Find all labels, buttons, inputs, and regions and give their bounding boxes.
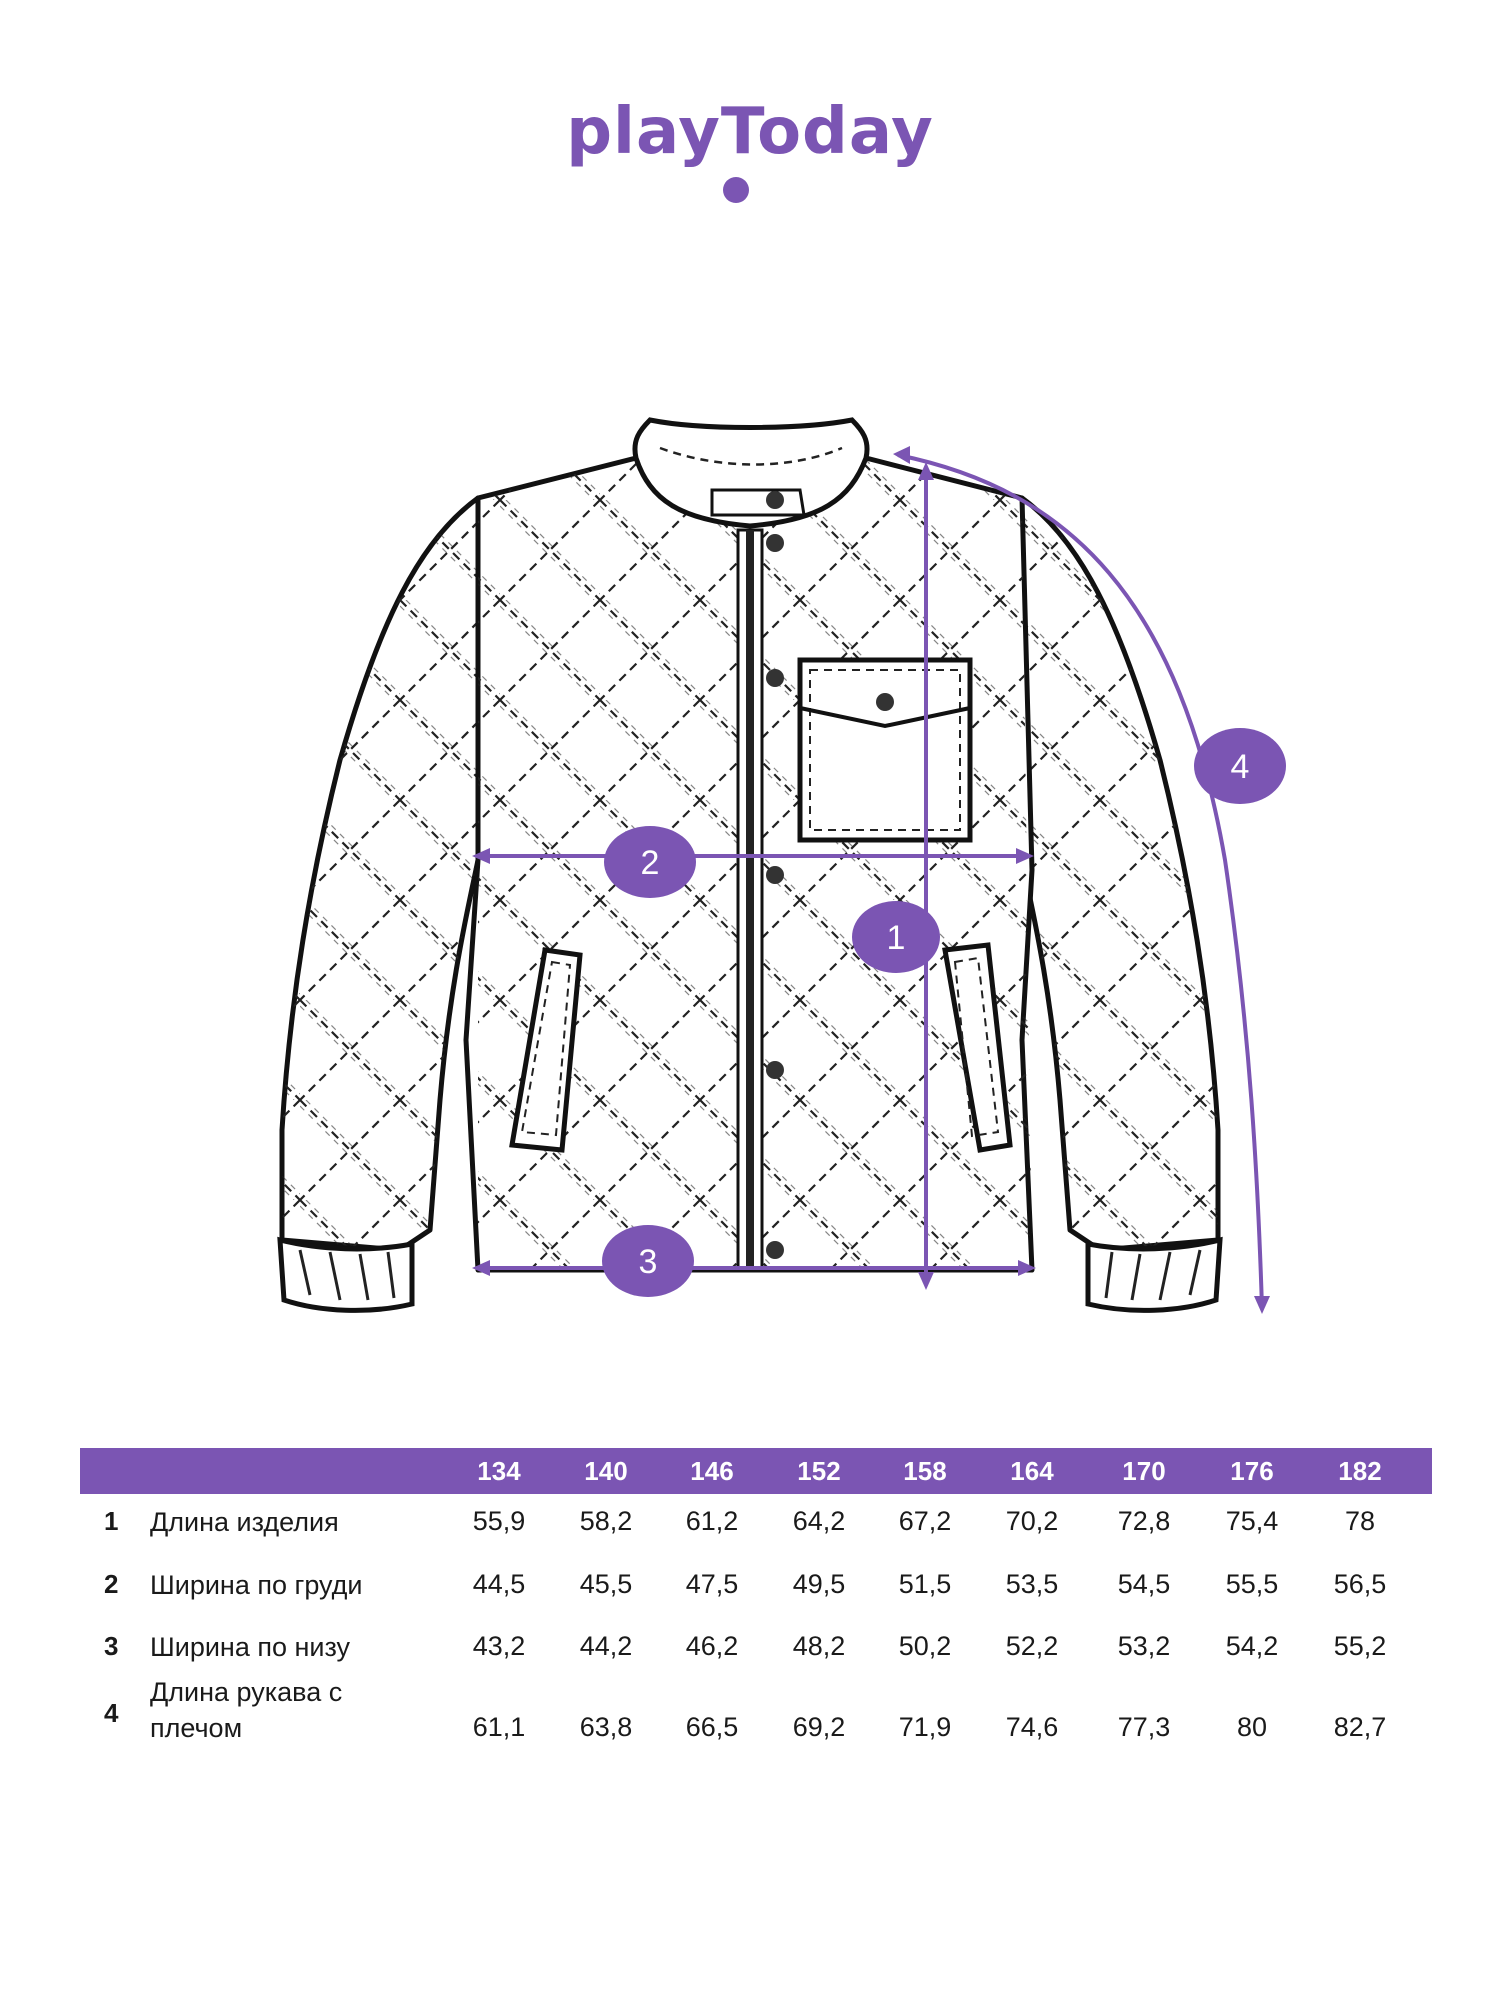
table-cell: 55,9 (472, 1506, 526, 1536)
table-cell: 72,8 (1117, 1506, 1171, 1536)
size-header-row: 134 140 146 152 158 164 170 176 182 (80, 1448, 1432, 1494)
table-cell: 56,5 (1333, 1569, 1387, 1599)
logo-dot (723, 177, 749, 203)
table-cell: 69,2 (792, 1712, 846, 1742)
row-label-line1: Длина рукава с (150, 1677, 343, 1707)
size-table: 134 140 146 152 158 164 170 176 182 1 Дл… (80, 1448, 1432, 1756)
row-number: 1 (104, 1506, 119, 1536)
chest-pocket (797, 657, 973, 843)
size-header-cell: 176 (1230, 1456, 1274, 1486)
marker-label-3: 3 (639, 1243, 658, 1281)
logo-text: playToday (566, 95, 934, 169)
size-header-cell: 170 (1122, 1456, 1166, 1486)
row-label-line2: плечом (150, 1713, 243, 1743)
table-cell: 51,5 (898, 1569, 952, 1599)
right-sleeve (1019, 495, 1221, 1253)
right-cuff (1085, 1236, 1223, 1313)
table-cell: 61,1 (472, 1712, 526, 1742)
right-welt-pocket (942, 942, 1013, 1153)
row-number: 2 (104, 1569, 119, 1599)
table-cell: 61,2 (685, 1506, 739, 1536)
table-row: 4 Длина рукава с плечом 61,1 63,8 66,5 6… (80, 1666, 1432, 1756)
table-cell: 45,5 (579, 1569, 633, 1599)
marker-label-4: 4 (1231, 748, 1250, 786)
size-header-cell: 134 (477, 1456, 521, 1486)
table-cell: 54,2 (1225, 1631, 1279, 1661)
table-cell: 82,7 (1333, 1712, 1387, 1742)
size-header-cell: 158 (903, 1456, 947, 1486)
marker-badge-4: 4 (1194, 728, 1286, 804)
left-cuff (277, 1236, 415, 1313)
table-cell: 64,2 (792, 1506, 846, 1536)
table-cell: 47,5 (685, 1569, 739, 1599)
table-cell: 43,2 (472, 1631, 526, 1661)
row-number: 3 (104, 1631, 119, 1661)
buttons (766, 491, 784, 1259)
table-cell: 53,5 (1005, 1569, 1059, 1599)
brand-logo: playToday (0, 95, 1500, 203)
left-sleeve (279, 495, 481, 1253)
table-cell: 54,5 (1117, 1569, 1171, 1599)
table-cell: 58,2 (579, 1506, 633, 1536)
size-header-cell: 164 (1010, 1456, 1054, 1486)
table-cell: 80 (1236, 1712, 1268, 1742)
marker-badge-2: 2 (604, 826, 696, 898)
left-welt-pocket (509, 947, 583, 1153)
marker-badge-3: 3 (602, 1225, 694, 1297)
table-cell: 78 (1344, 1506, 1376, 1536)
table-cell: 66,5 (685, 1712, 739, 1742)
table-cell: 53,2 (1117, 1631, 1171, 1661)
row-label: Ширина по груди (150, 1570, 363, 1600)
table-cell: 55,2 (1333, 1631, 1387, 1661)
table-cell: 63,8 (579, 1712, 633, 1742)
table-cell: 46,2 (685, 1631, 739, 1661)
table-cell: 77,3 (1117, 1712, 1171, 1742)
row-number: 4 (104, 1698, 119, 1728)
table-cell: 75,4 (1225, 1506, 1279, 1536)
table-cell: 49,5 (792, 1569, 846, 1599)
size-header-cell: 140 (584, 1456, 628, 1486)
table-row: 1 Длина изделия 55,9 58,2 61,2 64,2 67,2… (80, 1494, 1432, 1556)
table-cell: 52,2 (1005, 1631, 1059, 1661)
jacket-diagram: 1 2 3 4 (277, 417, 1286, 1314)
marker-badge-1: 1 (852, 901, 940, 973)
measurement-arrowheads (472, 446, 1270, 1314)
table-cell: 48,2 (792, 1631, 846, 1661)
table-cell: 44,2 (579, 1631, 633, 1661)
table-row: 3 Ширина по низу 43,2 44,2 46,2 48,2 50,… (80, 1618, 1432, 1666)
size-header-cell: 146 (690, 1456, 734, 1486)
zipper (736, 528, 764, 1272)
table-row: 2 Ширина по груди 44,5 45,5 47,5 49,5 51… (80, 1556, 1432, 1618)
size-header-cell: 182 (1338, 1456, 1382, 1486)
marker-label-1: 1 (887, 919, 906, 957)
marker-label-2: 2 (641, 844, 660, 882)
collar (632, 417, 870, 529)
table-cell: 67,2 (898, 1506, 952, 1536)
measurement-guides (478, 453, 1264, 1309)
table-cell: 50,2 (898, 1631, 952, 1661)
size-header-cell: 152 (797, 1456, 841, 1486)
table-cell: 71,9 (898, 1712, 952, 1742)
table-cell: 44,5 (472, 1569, 526, 1599)
row-label: Ширина по низу (150, 1632, 351, 1662)
table-cell: 70,2 (1005, 1506, 1059, 1536)
row-label: Длина изделия (150, 1507, 339, 1537)
table-cell: 55,5 (1225, 1569, 1279, 1599)
table-cell: 74,6 (1005, 1712, 1059, 1742)
